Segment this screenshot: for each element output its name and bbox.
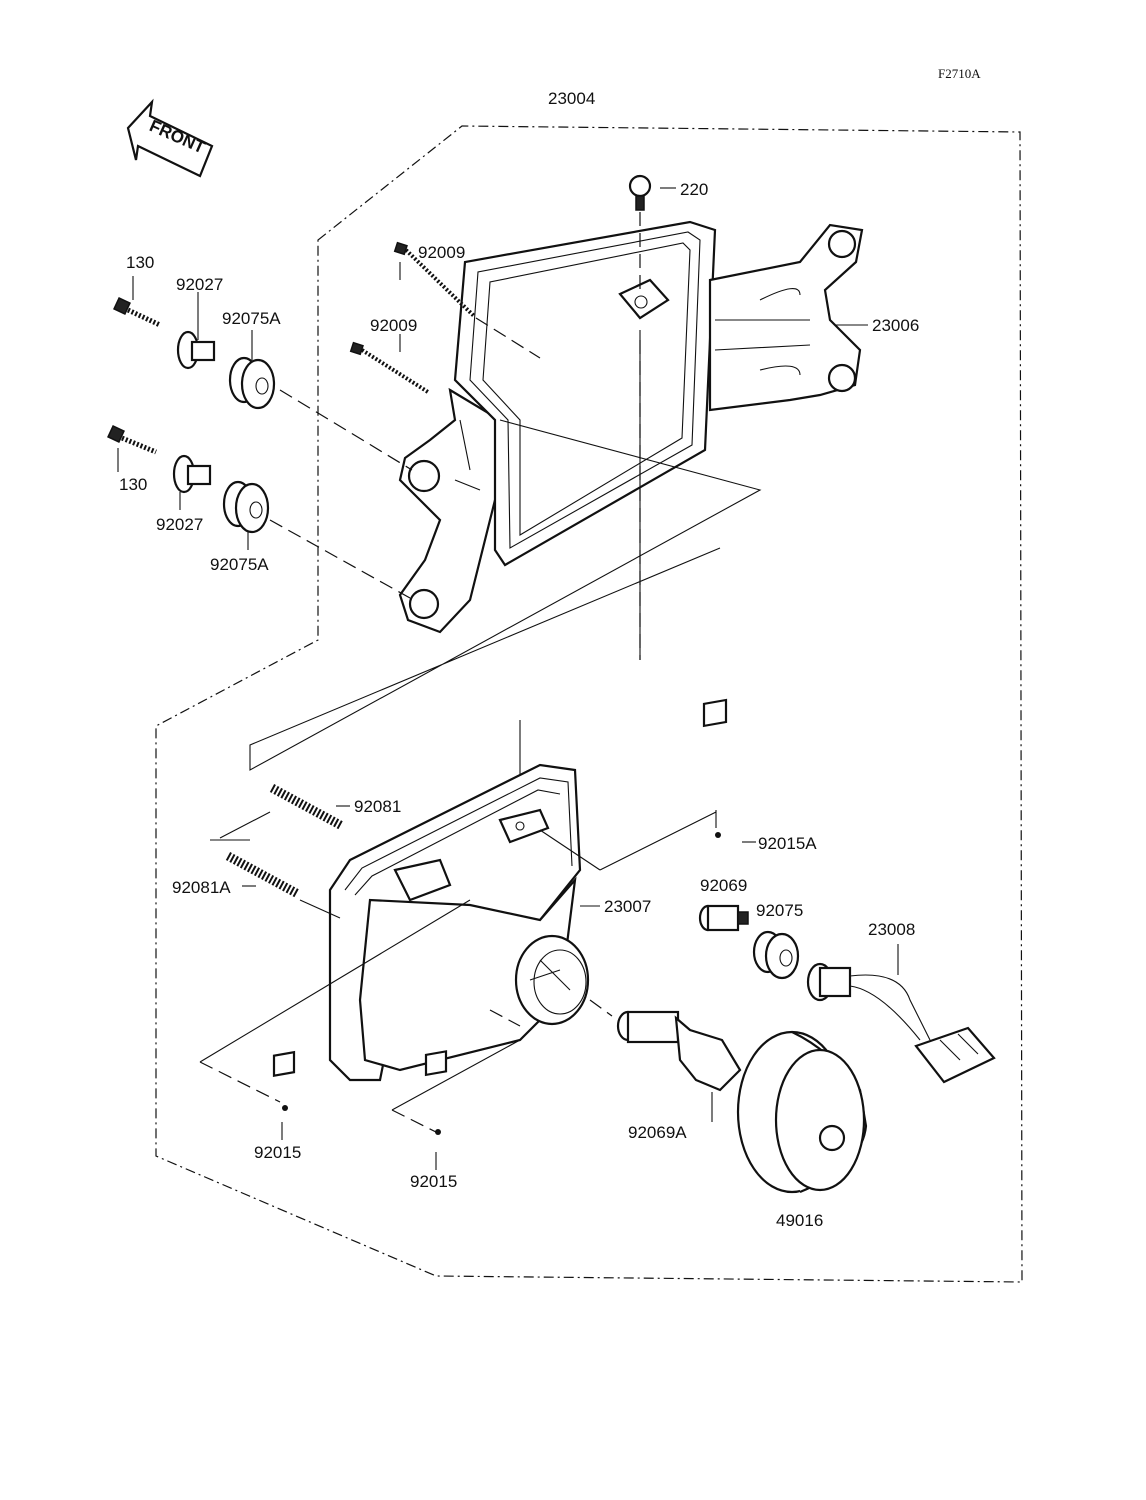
- nut-92015A: [702, 698, 728, 838]
- label-92069: 92069: [700, 876, 747, 895]
- screw-220: [628, 174, 652, 211]
- grommet-92075A-lower: [222, 480, 270, 534]
- front-arrow-icon: FRONT: [126, 98, 214, 178]
- bolt-130-lower: [107, 425, 157, 455]
- screw-92009-lower: [349, 341, 430, 394]
- label-92075A-upper: 92075A: [222, 309, 281, 328]
- label-23007: 23007: [604, 897, 651, 916]
- label-92027-upper: 92027: [176, 275, 223, 294]
- label-92081: 92081: [354, 797, 401, 816]
- headlight-rim-frame: [453, 220, 717, 567]
- spring-92081: [269, 784, 345, 830]
- collar-92027-upper: [176, 330, 216, 370]
- label-92009-lower: 92009: [370, 316, 417, 335]
- bulb-socket: [514, 934, 590, 1026]
- assembly-boundary: [155, 125, 1023, 1283]
- label-92015-right: 92015: [410, 1172, 457, 1191]
- label-49016: 49016: [776, 1211, 823, 1230]
- label-220: 220: [680, 180, 708, 199]
- bulb-92069: [698, 904, 749, 932]
- socket-harness-23008: [806, 962, 996, 1084]
- label-23004: 23004: [548, 89, 595, 108]
- figure-code: F2710A: [938, 66, 981, 81]
- label-92015A: 92015A: [758, 834, 817, 853]
- spring-92081A: [225, 852, 301, 898]
- label-92027-lower: 92027: [156, 515, 203, 534]
- right-mount-bracket: [708, 223, 864, 412]
- grommet-92075A-upper: [228, 356, 276, 410]
- nut-92015-right: [424, 1050, 448, 1135]
- label-23008: 23008: [868, 920, 915, 939]
- left-mount-bracket: [398, 387, 502, 634]
- collar-92027-lower: [172, 454, 212, 494]
- label-130-upper: 130: [126, 253, 154, 272]
- nut-92015-left: [272, 1050, 296, 1111]
- headlight-unit-23007: [328, 763, 582, 1082]
- screw-92009-upper: [393, 241, 476, 318]
- label-92069A: 92069A: [628, 1123, 687, 1142]
- label-92081A: 92081A: [172, 878, 231, 897]
- label-130-lower: 130: [119, 475, 147, 494]
- label-92015-left: 92015: [254, 1143, 301, 1162]
- label-92009-upper: 92009: [418, 243, 465, 262]
- bolt-130-upper: [113, 297, 162, 328]
- rubber-cover-49016: [736, 1030, 868, 1194]
- grommet-92075: [752, 930, 800, 980]
- bulb-92069A: [616, 1010, 742, 1092]
- label-23006: 23006: [872, 316, 919, 335]
- label-92075A-lower: 92075A: [210, 555, 269, 574]
- label-92075: 92075: [756, 901, 803, 920]
